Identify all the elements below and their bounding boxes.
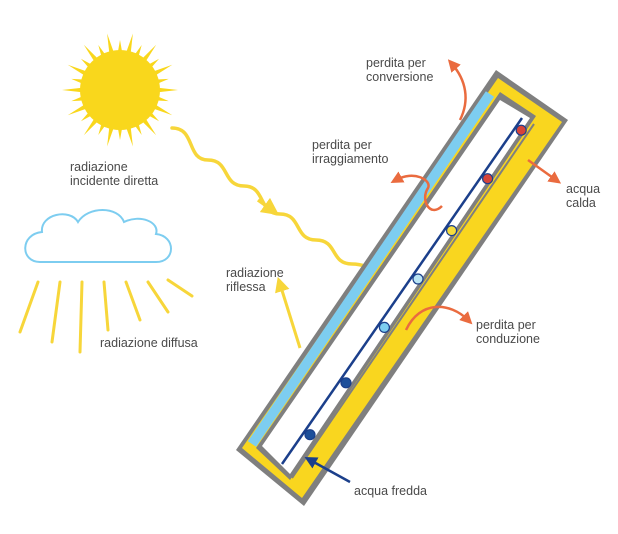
sun-icon [62,33,178,147]
sun-ray [62,87,85,93]
sun-ray [67,64,89,77]
loss-conversion-arrow [447,59,467,121]
cold-water-arrow [304,456,351,484]
pipe-fluid-dot [340,377,352,389]
sun-ray [107,33,115,56]
solar-collector [236,70,568,506]
pipe-fluid-dot [515,124,527,136]
pipe-fluid-dot [304,429,316,441]
pipe-line [280,117,524,465]
loss-conduction-arrow [404,305,473,331]
pipe-fluid-dot [482,173,494,185]
label-diffuse-radiation: radiazione diffusa [100,336,198,350]
pipe-fluid-dot [446,225,458,237]
pipe-fluid-dot [412,273,424,285]
diffuse-radiation-rays [18,278,194,354]
pipe-fluid-dot [378,321,390,333]
sun-ray [151,64,173,77]
hot-water-arrow [527,158,562,184]
reflected-radiation-arrow [275,276,302,349]
sun-ray [125,124,133,147]
sun-ray [107,124,115,147]
loss-radiation-arrow [390,171,443,212]
sun-ray [125,33,133,56]
sun-ray [155,87,178,93]
cloud-icon [24,209,172,263]
sun-ray [151,103,173,116]
incident-radiation-mid-arrow [256,197,280,216]
sun-ray [67,103,89,116]
label-cold-water: acqua fredda [354,484,427,498]
incident-radiation-wave [170,126,400,285]
